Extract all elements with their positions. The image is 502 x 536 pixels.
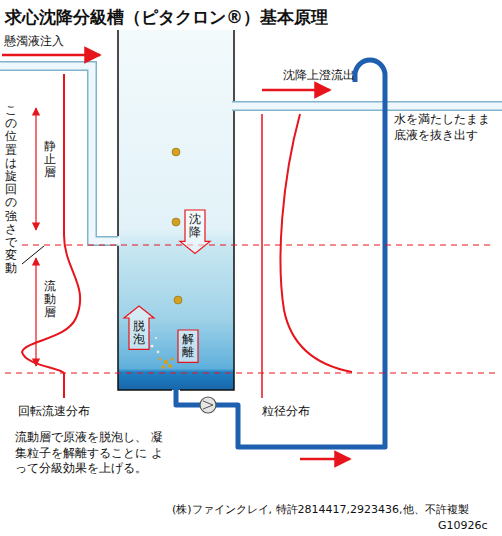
layer-name: 静止層 — [44, 140, 56, 180]
flow-label: 沈降上澄流出 — [283, 68, 355, 84]
outline — [180, 210, 210, 253]
outline — [178, 330, 198, 362]
size-axis — [261, 114, 263, 398]
inlet-pipe — [0, 66, 118, 241]
graph-label: 粒径分布 — [262, 404, 310, 420]
tank-water — [118, 30, 234, 390]
note: 水を満たしたまま 底液を抜き出す — [394, 112, 498, 143]
inlet-pipe-inner — [0, 66, 120, 241]
particle — [172, 218, 180, 226]
pump — [200, 397, 216, 413]
flow-label: 懸濁液注入 — [4, 34, 64, 50]
flow-arrow — [262, 89, 330, 92]
copyright: (株)ファインクレイ, 特許2814417,2923436,他、不許複製 — [172, 503, 469, 517]
flow-arrow — [300, 458, 350, 461]
velocity-profile — [22, 74, 80, 398]
code-number: G10926c — [438, 519, 488, 533]
degas-arrow: 脱泡 — [127, 306, 151, 349]
boundary-line — [22, 245, 495, 246]
particle — [174, 296, 182, 304]
outline — [124, 306, 154, 349]
settle-arrow: 沈降 — [183, 210, 207, 253]
bubbles — [149, 329, 160, 354]
size-profile — [281, 114, 352, 372]
dissociate-box: 解離 — [178, 330, 198, 362]
tank-wall — [118, 30, 234, 390]
title: 求心沈降分級槽（ピタクロン®）基本原理 — [5, 6, 328, 28]
node-text: 沈降 — [189, 213, 201, 239]
particle-cluster — [159, 357, 174, 368]
note: 流動層で原液を脱泡し、 凝集粒子を解離することに よって分級効果を上げる。 — [15, 430, 167, 477]
node-text: 解離 — [182, 333, 194, 359]
outlet-pipe-inner — [230, 103, 502, 110]
flow-arrow — [2, 54, 100, 57]
node-text: 脱泡 — [133, 320, 145, 346]
boundary-line — [5, 373, 498, 374]
layer-arrow — [35, 258, 36, 366]
graph-label: 回転流速分布 — [18, 404, 90, 420]
vertical-note: この位置は旋回の強さで変動 — [5, 104, 17, 275]
drain-pipe — [176, 60, 385, 447]
layer-name: 流動層 — [44, 280, 56, 320]
layer-arrow — [35, 108, 36, 230]
leader-line — [22, 246, 44, 264]
particle — [172, 148, 180, 156]
pump-mark — [203, 401, 213, 409]
